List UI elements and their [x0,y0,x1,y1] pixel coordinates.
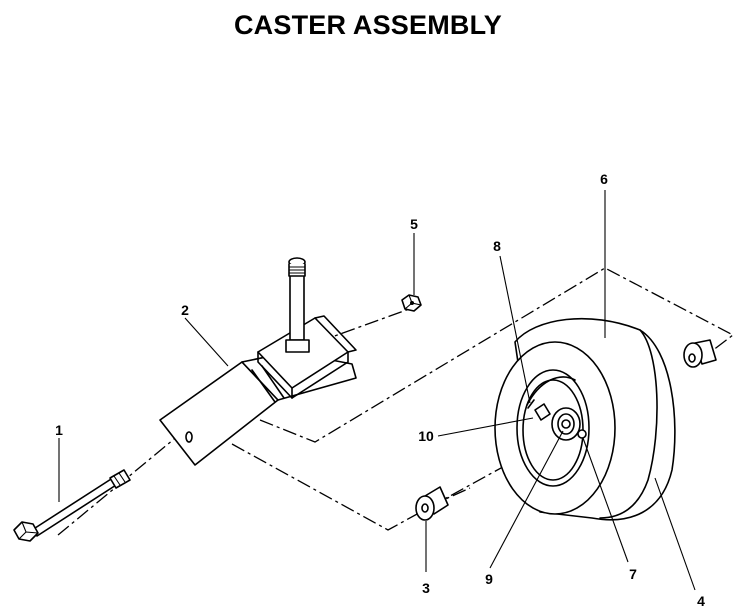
callout-5: 5 [410,216,418,232]
leader-lines [58,190,696,591]
axle-bolt [13,469,131,542]
spacer-right [683,339,717,368]
lock-nut [401,294,422,312]
kingpin-stud [285,257,310,353]
callout-10: 10 [418,428,434,444]
callout-4: 4 [697,593,705,609]
wheel-hub [534,403,587,441]
callout-6: 6 [600,171,608,187]
callout-1: 1 [55,422,63,438]
wheel-tire [494,317,676,521]
diagram-title: CASTER ASSEMBLY [233,10,503,40]
spacer-left [415,486,449,521]
callout-3: 3 [422,580,430,596]
callout-8: 8 [493,238,501,254]
callout-9: 9 [485,571,493,587]
callout-7: 7 [629,566,637,582]
caster-bracket [159,315,357,466]
callout-2: 2 [181,302,189,318]
